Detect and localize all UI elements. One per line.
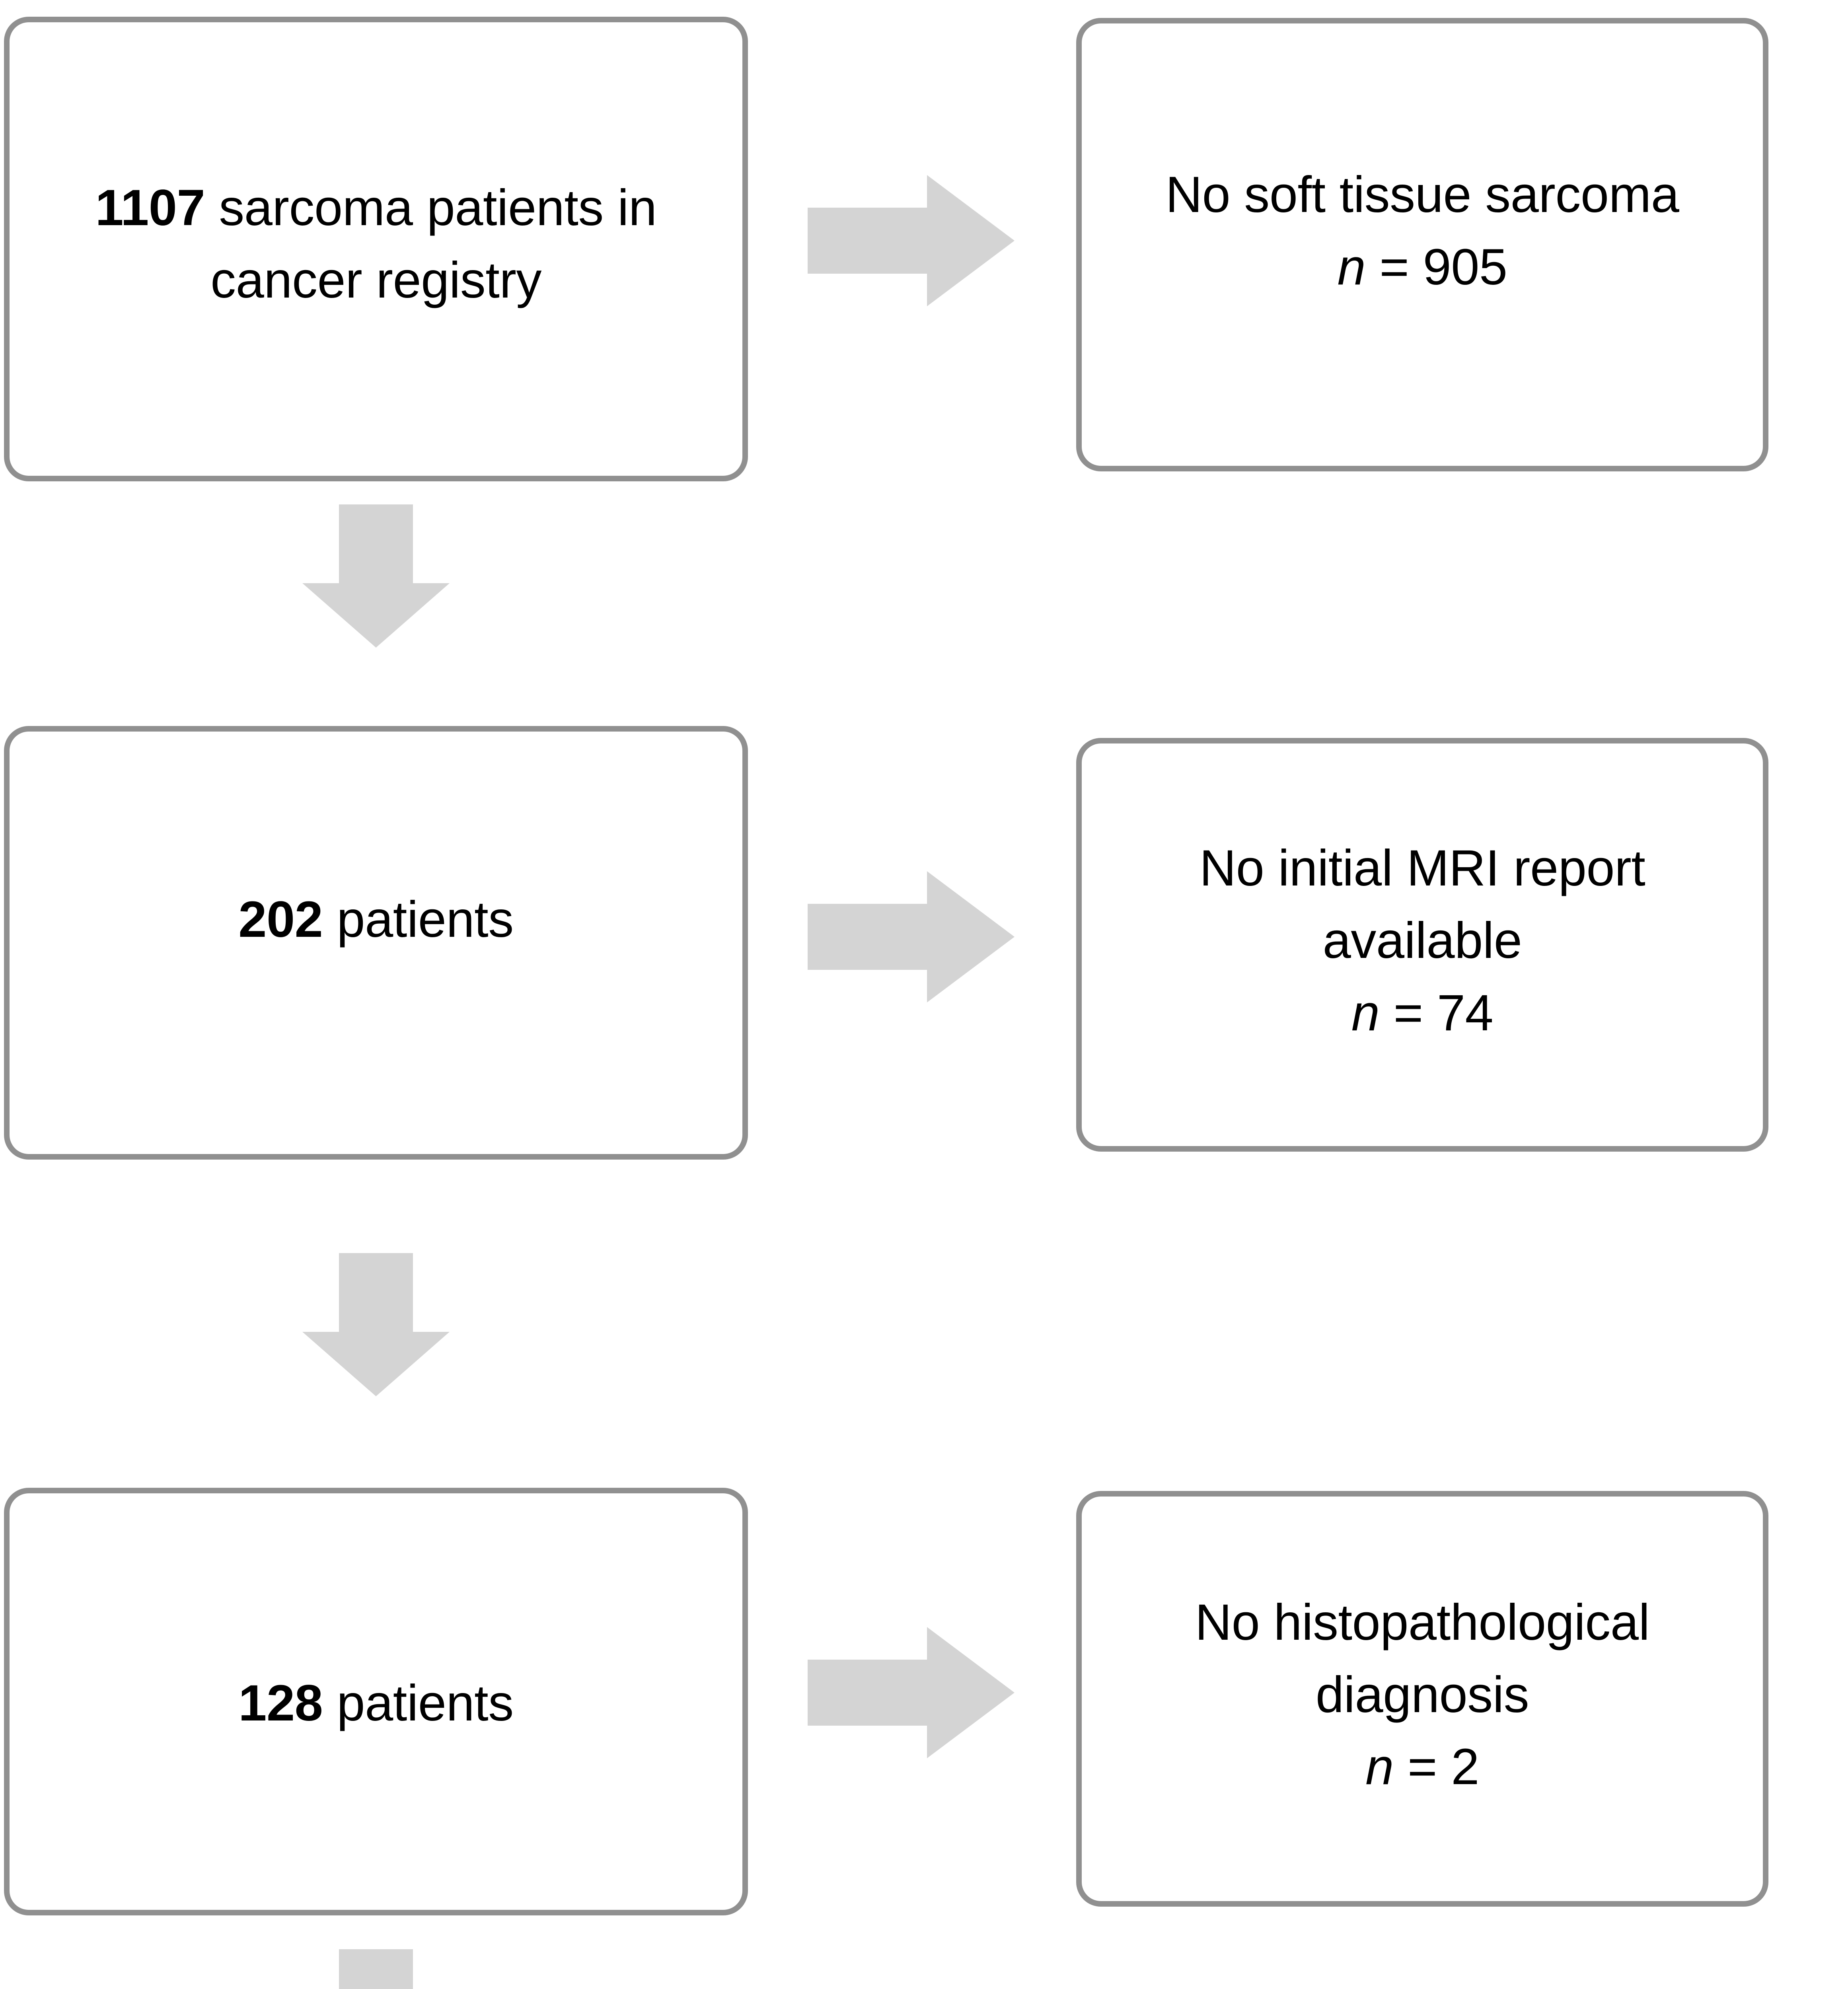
n-symbol: n xyxy=(1365,1738,1394,1796)
exclusion-no-histopathological-diagnosis-box: No histopathological diagnosis n = 2 xyxy=(1076,1491,1768,1907)
n-value: 905 xyxy=(1423,239,1508,296)
node-202-label: patients xyxy=(323,891,514,948)
node-128-count: 128 xyxy=(238,1674,323,1732)
arrow-down-icon-3 xyxy=(302,1949,450,1989)
node-registry-label: sarcoma patients in cancer registry xyxy=(205,179,657,309)
exclusion-no-initial-mri-report-n: n = 74 xyxy=(1106,977,1739,1049)
arrow-down-icon-2 xyxy=(302,1253,450,1396)
arrow-right-icon-1 xyxy=(808,175,1015,306)
n-equals: = xyxy=(1393,1738,1451,1796)
node-202-patients-box: 202 patients xyxy=(4,726,748,1160)
exclusion-no-initial-mri-report-text: No initial MRI report available n = 74 xyxy=(1082,832,1763,1049)
exclusion-no-histopathological-diagnosis-reason: No histopathological diagnosis xyxy=(1195,1594,1650,1723)
n-symbol: n xyxy=(1351,984,1380,1041)
node-registry-text: 1107 sarcoma patients in cancer registry xyxy=(10,172,742,317)
n-equals: = xyxy=(1365,239,1423,296)
n-value: 2 xyxy=(1451,1738,1479,1796)
exclusion-no-initial-mri-report-reason: No initial MRI report available xyxy=(1199,840,1645,969)
node-202-patients-text: 202 patients xyxy=(10,884,742,956)
n-equals: = xyxy=(1379,984,1437,1041)
n-value: 74 xyxy=(1437,984,1494,1041)
exclusion-no-soft-tissue-sarcoma-reason: No soft tissue sarcoma xyxy=(1165,166,1679,224)
exclusion-no-initial-mri-report-box: No initial MRI report available n = 74 xyxy=(1076,738,1768,1152)
exclusion-no-histopathological-diagnosis-n: n = 2 xyxy=(1106,1731,1739,1803)
exclusion-no-soft-tissue-sarcoma-box: No soft tissue sarcoma n = 905 xyxy=(1076,18,1768,471)
arrow-right-icon-3 xyxy=(808,1627,1015,1758)
node-registry-count: 1107 xyxy=(95,179,205,237)
arrow-right-icon-2 xyxy=(808,871,1015,1002)
exclusion-no-soft-tissue-sarcoma-text: No soft tissue sarcoma n = 905 xyxy=(1082,159,1763,304)
node-128-patients-text: 128 patients xyxy=(10,1667,742,1740)
node-202-count: 202 xyxy=(238,891,323,948)
arrow-down-icon-1 xyxy=(302,504,450,648)
node-128-label: patients xyxy=(323,1674,514,1732)
exclusion-no-histopathological-diagnosis-text: No histopathological diagnosis n = 2 xyxy=(1082,1586,1763,1803)
node-128-patients-box: 128 patients xyxy=(4,1488,748,1915)
node-registry-box: 1107 sarcoma patients in cancer registry xyxy=(4,17,748,481)
n-symbol: n xyxy=(1337,239,1366,296)
exclusion-no-soft-tissue-sarcoma-n: n = 905 xyxy=(1106,231,1739,304)
